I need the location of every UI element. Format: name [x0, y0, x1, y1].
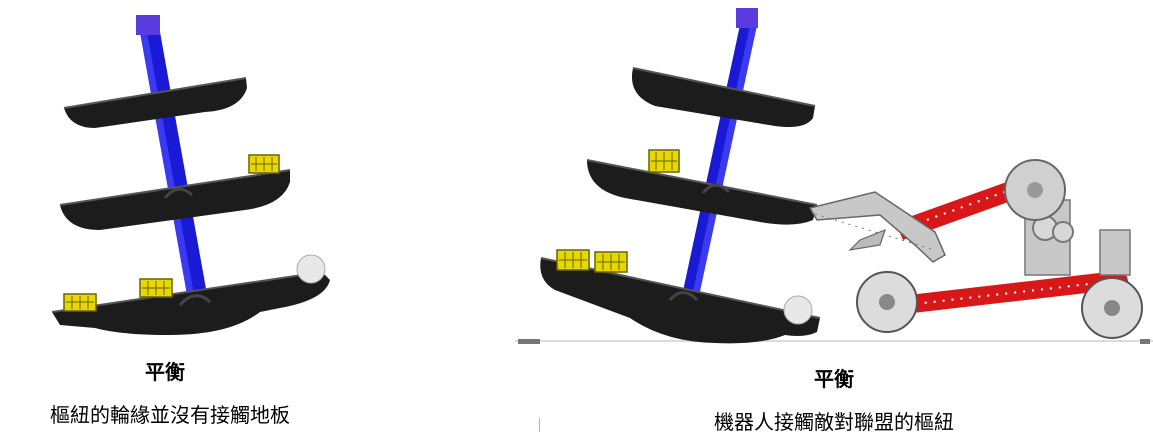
right-panel: 平衡 機器人接觸敵對聯盟的樞紐	[515, 0, 1153, 435]
robot-chassis	[865, 270, 1130, 318]
pivot-post	[680, 8, 758, 305]
floor-line	[515, 339, 1153, 344]
robot	[808, 159, 1143, 339]
cube	[648, 149, 680, 173]
middle-tray	[59, 169, 291, 230]
cube	[556, 249, 590, 271]
right-title: 平衡	[814, 367, 854, 391]
post-cap	[736, 8, 758, 28]
cube	[594, 251, 628, 273]
left-caption: 樞紐的輪緣並沒有接觸地板	[50, 403, 290, 427]
balanced-pivot-illustration	[51, 15, 330, 335]
cube	[139, 278, 173, 298]
text-cursor	[539, 418, 540, 432]
base-tray	[51, 271, 330, 335]
top-tray	[631, 67, 816, 127]
robot-contact-illustration	[515, 8, 1153, 344]
middle-tray	[586, 159, 818, 225]
right-caption: 機器人接觸敵對聯盟的樞紐	[714, 410, 954, 434]
left-title: 平衡	[145, 360, 185, 384]
rear-wheel	[1081, 277, 1143, 339]
cube	[63, 293, 97, 312]
robot-gripper	[808, 191, 946, 263]
ball	[296, 254, 326, 284]
ball	[783, 295, 813, 325]
left-panel: 平衡 樞紐的輪緣並沒有接觸地板	[0, 0, 340, 435]
pivot-post	[136, 15, 208, 300]
top-sprocket	[1004, 159, 1066, 221]
top-tray	[63, 77, 247, 128]
base-tray	[540, 257, 821, 344]
cube	[248, 154, 280, 174]
front-wheel	[856, 271, 918, 333]
post-cap	[136, 15, 160, 35]
